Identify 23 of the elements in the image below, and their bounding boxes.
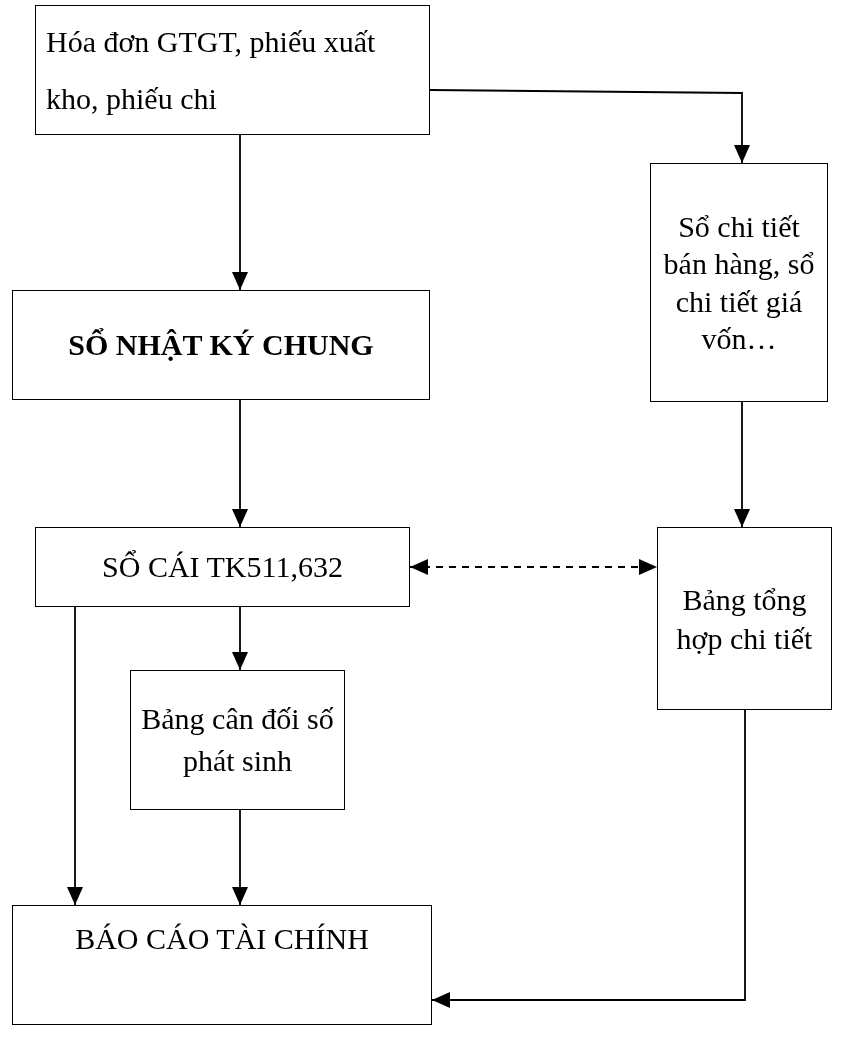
- arrow: [232, 606, 248, 671]
- box-label: Sổ chi tiết bán hàng, sổ chi tiết giá vốn…: [662, 208, 816, 357]
- box-label: Bảng tổng hợp chi tiết: [675, 581, 814, 657]
- arrow: [232, 809, 248, 906]
- process-box: [35, 527, 410, 607]
- process-box: [130, 670, 345, 810]
- arrow: [734, 401, 750, 528]
- process-box: [12, 905, 432, 1025]
- arrow: [431, 709, 746, 1008]
- dashed-arrow: [409, 559, 658, 575]
- arrow: [67, 606, 83, 906]
- arrow: [429, 89, 750, 164]
- process-box: [12, 290, 430, 400]
- arrow: [232, 134, 248, 291]
- box-label: BÁO CÁO TÀI CHÍNH: [75, 921, 369, 957]
- process-box: [650, 163, 828, 402]
- arrow: [232, 399, 248, 528]
- process-box: [35, 5, 430, 135]
- box-label: Bảng cân đối số phát sinh: [140, 701, 335, 779]
- box-label: Hóa đơn GTGT, phiếu xuất kho, phiếu chi: [46, 24, 377, 117]
- process-box: [657, 527, 832, 710]
- box-label: SỔ CÁI TK511,632: [102, 549, 343, 586]
- box-label: SỔ NHẬT KÝ CHUNG: [68, 327, 374, 364]
